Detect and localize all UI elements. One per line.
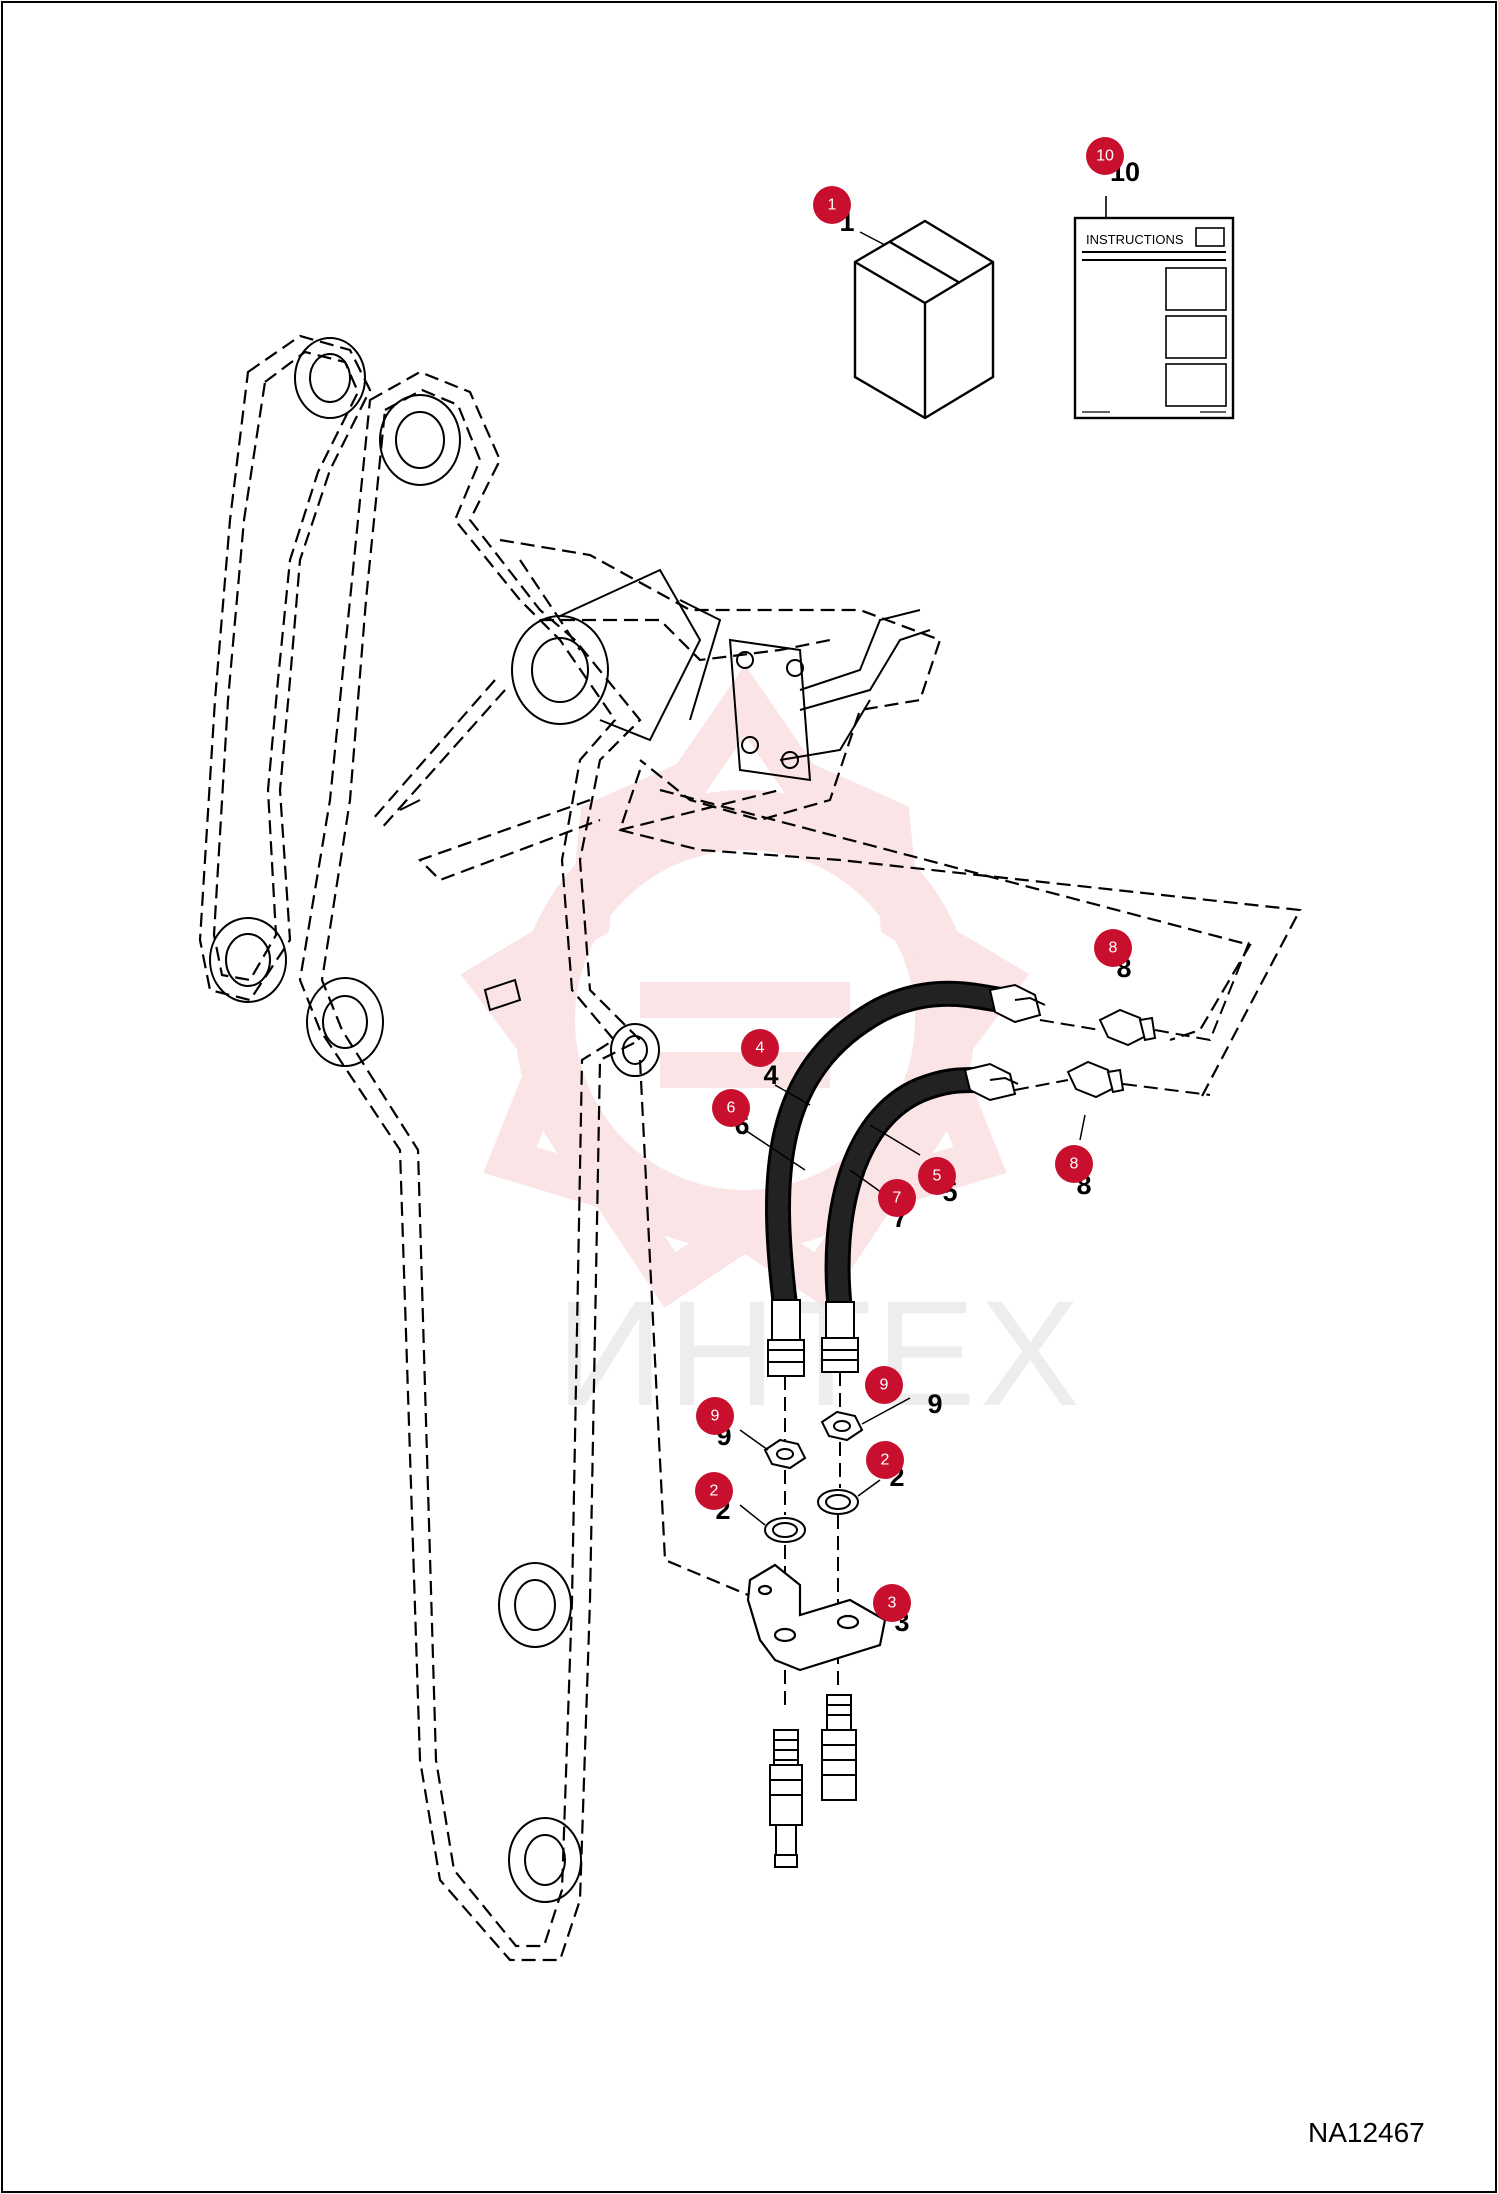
callout-4: 4 [741, 1029, 779, 1067]
callout-label: 8 [1070, 1156, 1079, 1173]
hose-assemblies [765, 980, 1013, 1323]
instructions-label: INSTRUCTIONS [1086, 232, 1184, 247]
callout-label: 10 [1096, 148, 1114, 165]
arm-details [209, 337, 931, 1903]
mounting-bracket [746, 1563, 887, 1672]
callout-9-right: 9 [865, 1366, 903, 1404]
figure-id: NA12467 [1308, 2117, 1425, 2148]
callout-7: 7 [878, 1179, 916, 1217]
adapter-leaders [1014, 939, 1251, 1096]
callout-label: 9 [711, 1408, 720, 1425]
callout-label: 9 [880, 1377, 889, 1394]
callout-label: 4 [756, 1040, 765, 1057]
callout-label: 5 [933, 1168, 942, 1185]
callout-6: 6 [712, 1089, 750, 1127]
callout-2-right: 2 [866, 1441, 904, 1479]
callout-label: 7 [893, 1190, 902, 1207]
callout-3: 3 [873, 1584, 911, 1622]
kit-box-icon [853, 219, 995, 420]
callout-1: 1 [813, 186, 851, 224]
callout-label: 2 [881, 1452, 890, 1469]
callout-10: 10 [1086, 137, 1124, 175]
quick-couplers [769, 1694, 857, 1868]
callout-label: 8 [1109, 940, 1118, 957]
callout-label: 3 [888, 1595, 897, 1612]
callout-label: 1 [828, 197, 837, 214]
excavator-arm [198, 334, 1302, 1962]
callout-8-upper: 8 [1094, 929, 1132, 967]
nuts-and-washers [763, 1410, 864, 1543]
upper-fittings [963, 983, 1046, 1102]
callout-8-lower: 8 [1055, 1145, 1093, 1183]
plain-number: 9 [927, 1389, 942, 1419]
callout-label: 2 [710, 1483, 719, 1500]
plain-number: 4 [763, 1060, 778, 1090]
callouts: 1 10 8 4 6 5 7 8 9 9 2 2 3 [695, 137, 1132, 1622]
callout-label: 6 [727, 1100, 736, 1117]
callout-2-left: 2 [695, 1472, 733, 1510]
lower-hose-ends [767, 1299, 859, 1377]
instructions-sheet-icon [1073, 216, 1235, 420]
callout-5: 5 [918, 1157, 956, 1195]
watermark-text: ИНТЕХ [556, 1269, 1084, 1437]
callout-9-left: 9 [696, 1397, 734, 1435]
adapter-fittings [1066, 1008, 1157, 1099]
